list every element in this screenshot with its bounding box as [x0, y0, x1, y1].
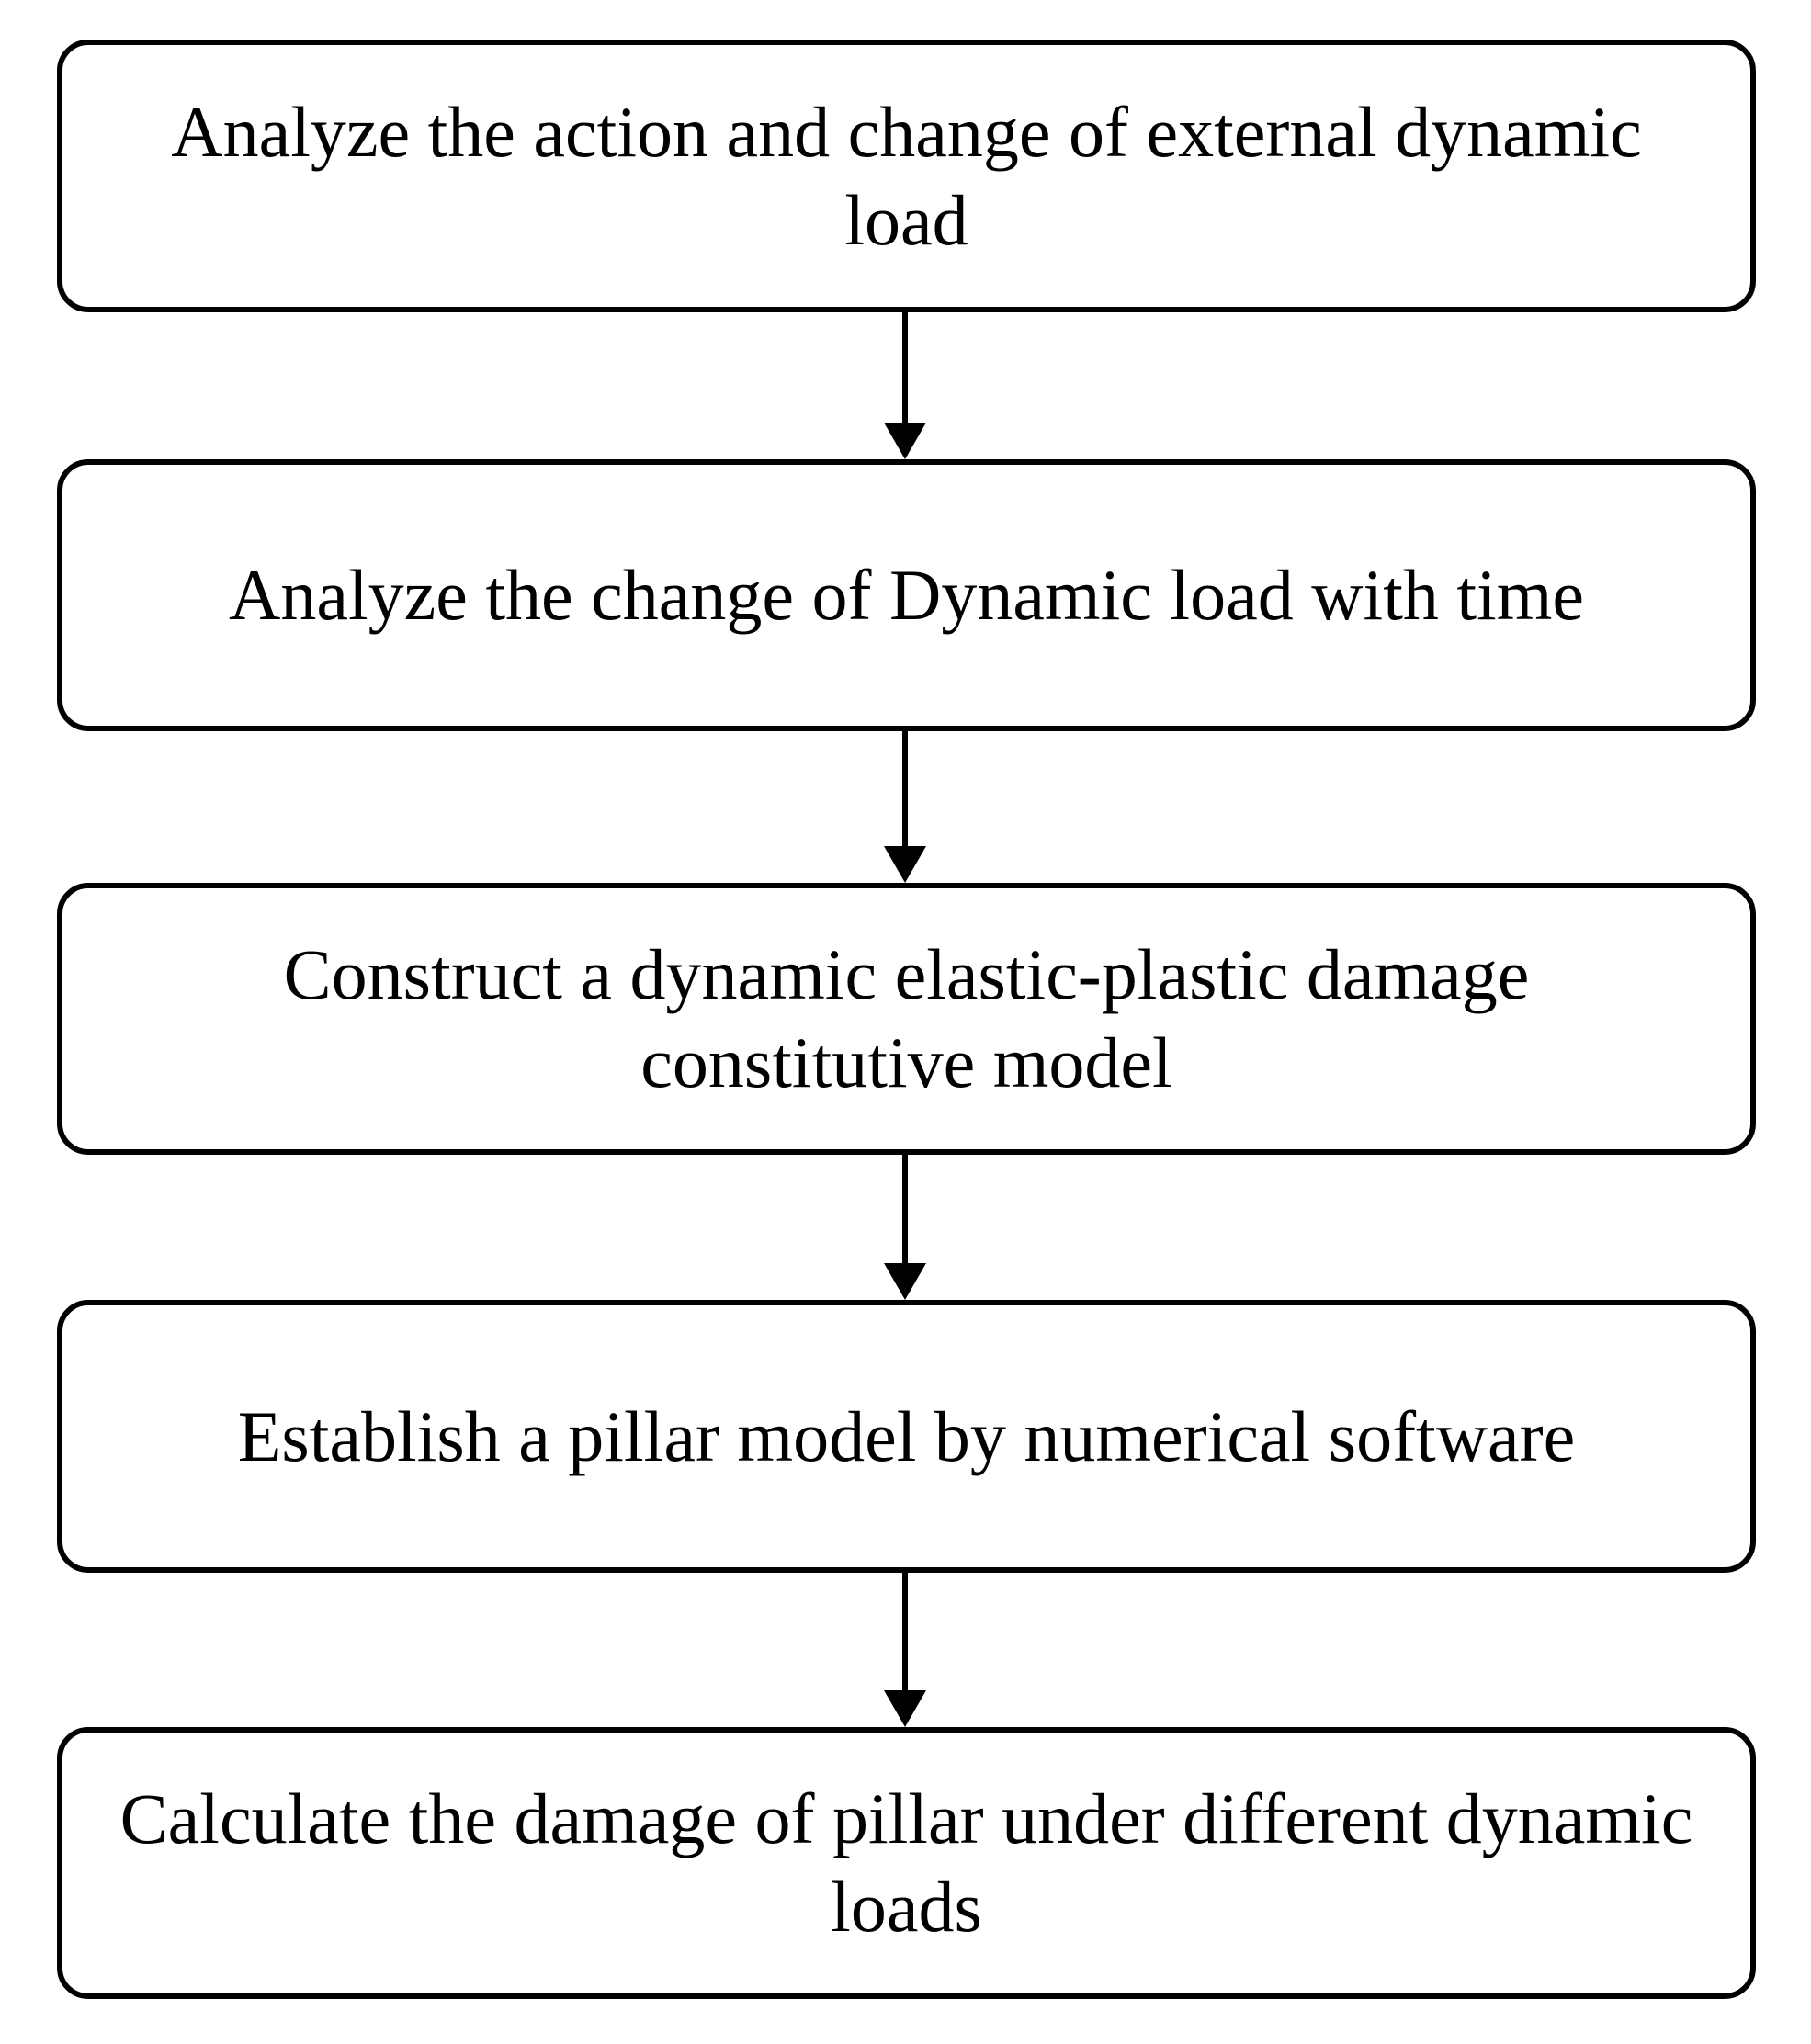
node-label: Analyze the change of Dynamic load with …: [229, 555, 1584, 635]
node-label: Calculate the damage of pillar under dif…: [119, 1779, 1693, 1947]
flowchart-node-calculate-pillar-damage[interactable]: Calculate the damage of pillar under dif…: [57, 1727, 1756, 1999]
flowchart-arrow-2: [884, 731, 926, 883]
node-label: Establish a pillar model by numerical so…: [237, 1395, 1576, 1476]
arrow-stem: [902, 1155, 908, 1265]
flowchart-node-construct-constitutive-model[interactable]: Construct a dynamic elastic-plastic dama…: [57, 883, 1756, 1155]
flowchart-arrow-4: [884, 1573, 926, 1727]
flowchart-arrow-1: [884, 312, 926, 459]
arrow-head-icon: [884, 423, 926, 459]
flowchart-node-analyze-external-dynamic-load[interactable]: Analyze the action and change of externa…: [57, 40, 1756, 312]
arrow-head-icon: [884, 846, 926, 883]
arrow-head-icon: [884, 1263, 926, 1300]
node-label: Analyze the action and change of externa…: [171, 91, 1642, 260]
flowchart-node-analyze-dynamic-load-with-time[interactable]: Analyze the change of Dynamic load with …: [57, 459, 1756, 731]
flowchart-arrow-3: [884, 1155, 926, 1300]
arrow-head-icon: [884, 1690, 926, 1727]
node-label: Construct a dynamic elastic-plastic dama…: [283, 934, 1530, 1102]
flowchart-node-establish-pillar-model[interactable]: Establish a pillar model by numerical so…: [57, 1300, 1756, 1573]
arrow-stem: [902, 1573, 908, 1692]
arrow-stem: [902, 312, 908, 424]
arrow-stem: [902, 731, 908, 848]
